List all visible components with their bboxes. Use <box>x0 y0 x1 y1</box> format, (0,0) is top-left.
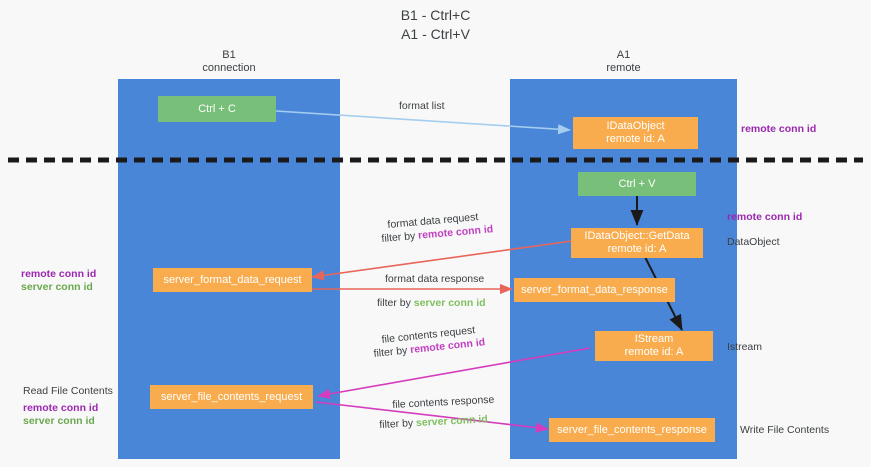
filter-prefix: filter by <box>373 344 411 360</box>
annotation-dataobject: DataObject <box>727 236 780 248</box>
annotation-remote-conn-id-mid: remote conn id <box>727 211 803 223</box>
annotation-remote-conn-id-top: remote conn id <box>741 123 817 135</box>
flow-label-format-data-response: format data response <box>385 273 485 285</box>
flow-label-file-contents-response-filter: filter by server conn id <box>379 413 488 432</box>
lane-header-a1: A1 remote <box>606 49 641 74</box>
box-idataobject[interactable]: IDataObject remote id: A <box>573 117 698 149</box>
flow-label-format-data-response-filter: filter by server conn id <box>377 297 486 310</box>
annotation-write-file-contents: Write File Contents <box>740 424 830 436</box>
annotation-left-remote-conn-id: remote conn id <box>21 268 97 280</box>
annotation-istream: Istream <box>727 341 763 353</box>
page-title: B1 - Ctrl+C A1 - Ctrl+V <box>400 7 471 42</box>
lane-header-b1: B1 connection <box>202 49 256 74</box>
box-ctrl-c[interactable]: Ctrl + C <box>158 96 276 122</box>
box-server-format-data-response[interactable]: server_format_data_response <box>514 278 675 302</box>
flow-label-format-list: format list <box>399 100 445 112</box>
box-ctrl-v[interactable]: Ctrl + V <box>578 172 696 196</box>
box-getdata[interactable]: IDataObject::GetData remote id: A <box>571 228 703 258</box>
annotation-left-remote-conn-id-2: remote conn id <box>23 402 99 414</box>
flow-label-file-contents-response: file contents response <box>392 393 495 411</box>
box-server-format-data-request[interactable]: server_format_data_request <box>153 268 312 292</box>
annotation-left-server-conn-id: server conn id <box>21 281 93 293</box>
box-istream[interactable]: IStream remote id: A <box>595 331 713 361</box>
annotation-left-server-conn-id-2: server conn id <box>23 415 95 427</box>
filter-key-server-conn-id: server conn id <box>413 297 486 309</box>
filter-prefix: filter by <box>379 417 417 431</box>
box-server-file-contents-request[interactable]: server_file_contents_request <box>150 385 313 409</box>
filter-prefix: filter by <box>381 229 419 245</box>
annotation-read-file-contents: Read File Contents <box>23 385 113 397</box>
box-server-file-contents-response[interactable]: server_file_contents_response <box>549 418 715 442</box>
filter-key-server-conn-id: server conn id <box>415 413 489 430</box>
filter-prefix: filter by <box>377 297 414 309</box>
